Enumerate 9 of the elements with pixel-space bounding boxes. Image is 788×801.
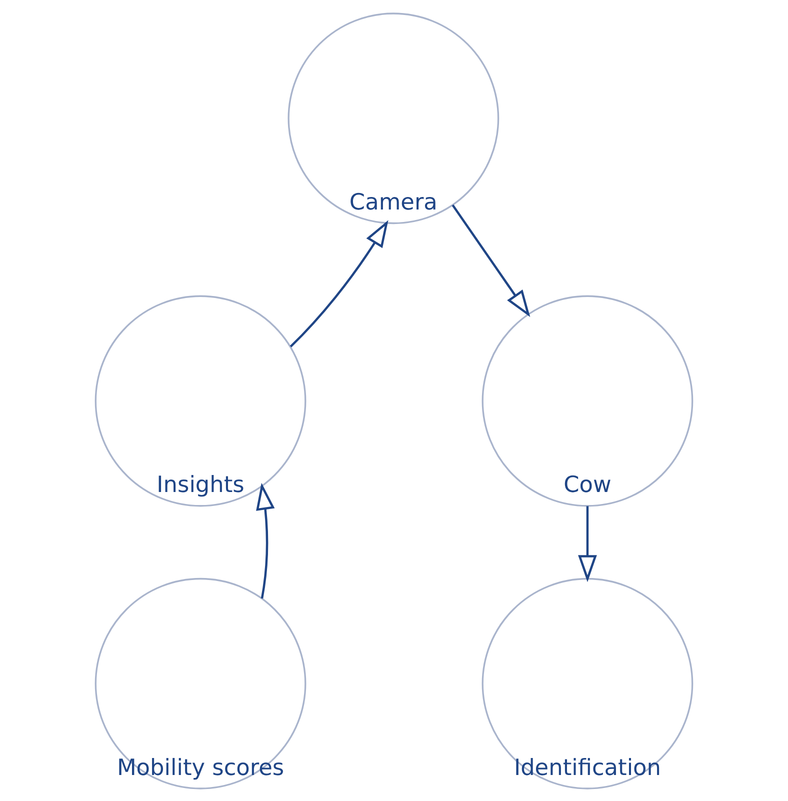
- arrow: [256, 482, 275, 598]
- node-circle: Insights: [94, 294, 306, 506]
- node-circle: Identification: [482, 577, 694, 789]
- arrow: [452, 204, 530, 317]
- node-circle: Cow: [482, 294, 694, 506]
- arrow: [578, 506, 597, 582]
- node-circle: Camera: [288, 12, 500, 224]
- node-circle: Mobility scores: [94, 577, 306, 789]
- arrow: [290, 220, 388, 347]
